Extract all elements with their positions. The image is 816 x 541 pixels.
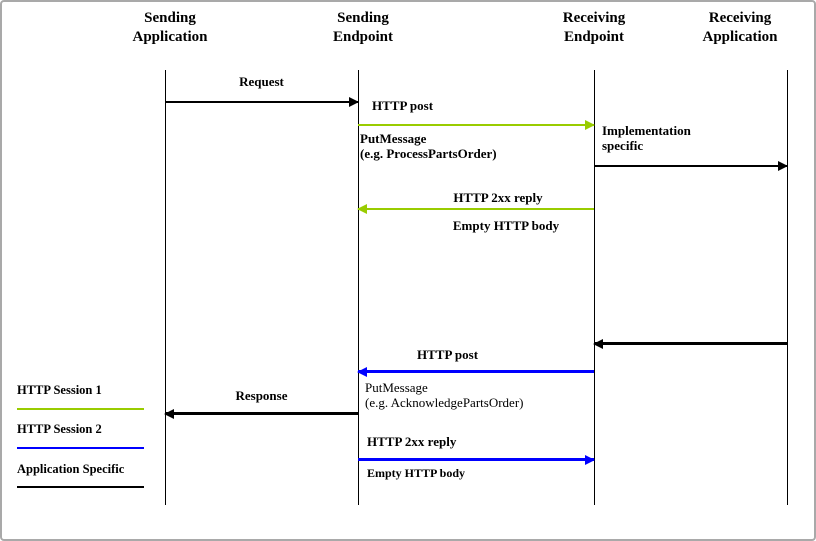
legend-http-session-2-label: HTTP Session 2: [17, 422, 102, 436]
app-return-arrow: [593, 338, 787, 349]
arrowhead-left-icon: [164, 408, 174, 419]
http-reply-1-label: HTTP 2xx reply: [453, 190, 543, 205]
empty-http-body-2-label: Empty HTTP body: [367, 466, 466, 480]
implementation-specific-arrow: [594, 161, 788, 171]
http-post-2-arrow: [357, 366, 594, 377]
lifeline-receiving-endpoint: [594, 70, 595, 505]
http-post-2-label: HTTP post: [417, 347, 479, 362]
request-arrow: [165, 97, 359, 107]
implementation-specific-label: Implementation specific: [602, 123, 691, 153]
http-reply-1-arrow: [357, 204, 594, 214]
legend-application-specific-line: [17, 486, 144, 488]
header-sending-application: Sending Application: [132, 10, 208, 45]
arrowhead-left-icon: [357, 204, 367, 214]
header-receiving-application: Receiving Application: [702, 10, 778, 45]
legend-http-session-1-label: HTTP Session 1: [17, 383, 102, 397]
legend-application-specific-label: Application Specific: [17, 462, 125, 476]
http-reply-2-label: HTTP 2xx reply: [367, 434, 457, 449]
arrowhead-right-icon: [778, 161, 788, 171]
http-reply-2-arrow: [358, 454, 595, 465]
response-label: Response: [235, 388, 288, 403]
arrowhead-left-icon: [357, 366, 367, 377]
legend-http-session-2-line: [17, 447, 144, 449]
empty-http-body-1-label: Empty HTTP body: [452, 218, 560, 233]
http-post-1-label: HTTP post: [372, 98, 434, 113]
put-message-1-label: PutMessage (e.g. ProcessPartsOrder): [360, 131, 497, 161]
header-sending-endpoint: Sending Endpoint: [332, 10, 394, 45]
response-arrow: [164, 408, 358, 419]
request-label: Request: [239, 74, 284, 89]
arrowhead-right-icon: [349, 97, 359, 107]
arrowhead-right-icon: [585, 120, 595, 130]
arrowhead-left-icon: [593, 338, 603, 349]
lifeline-receiving-application: [787, 70, 788, 505]
http-post-1-arrow: [358, 120, 595, 130]
put-message-2-label: PutMessage (e.g. AcknowledgePartsOrder): [365, 380, 524, 410]
lifeline-sending-endpoint: [358, 70, 359, 505]
lifeline-sending-application: [165, 70, 166, 505]
arrowhead-right-icon: [585, 454, 595, 465]
legend-http-session-1-line: [17, 408, 144, 410]
header-receiving-endpoint: Receiving Endpoint: [562, 10, 626, 45]
